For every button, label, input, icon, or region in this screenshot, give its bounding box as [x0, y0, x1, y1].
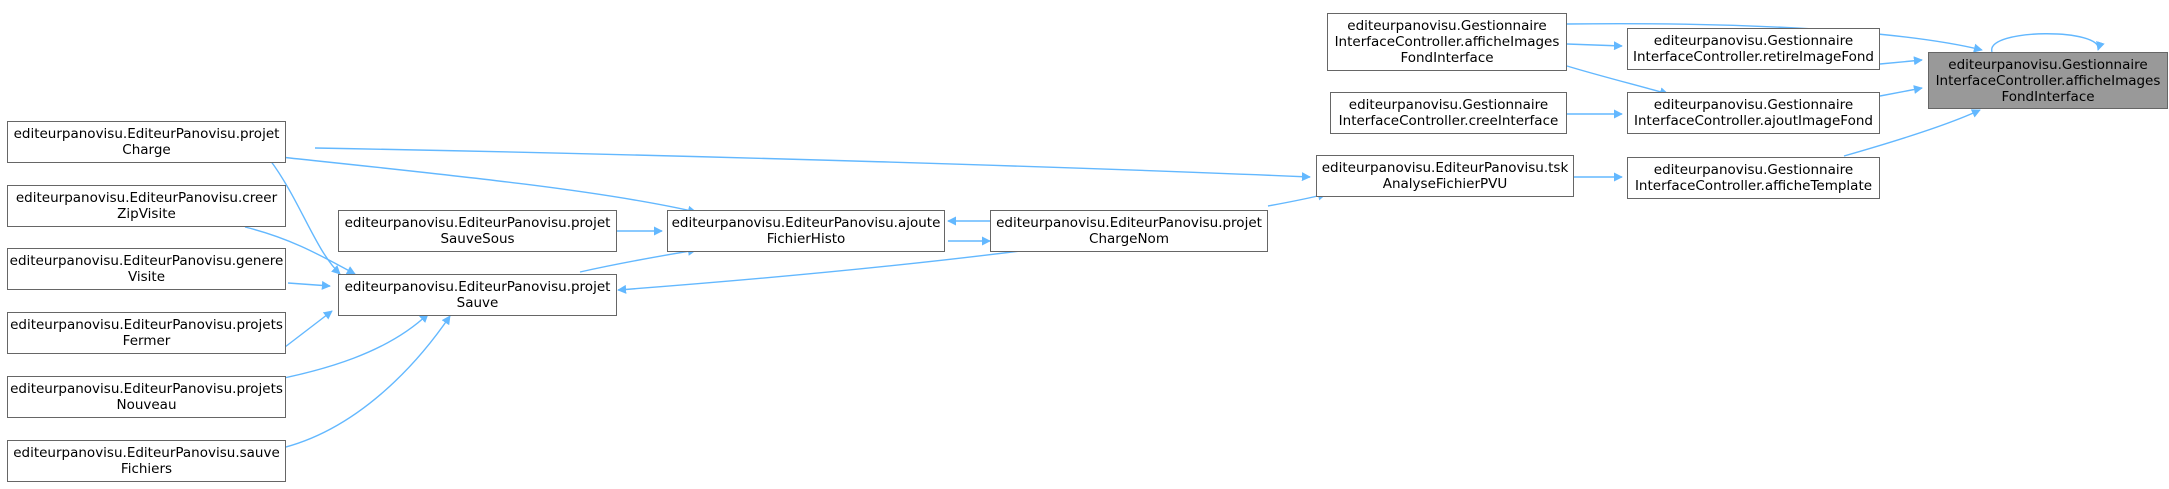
node-projet-charge-nom[interactable]: editeurpanovisu.EditeurPanovisu.projet C… — [990, 210, 1268, 252]
node-tsk-analyse-fichier-pvu[interactable]: editeurpanovisu.EditeurPanovisu.tsk Anal… — [1316, 155, 1574, 197]
edge-sauve-to-ajoute — [579, 246, 697, 273]
edge-chargeNom-to-sauve — [617, 250, 1021, 294]
node-ajoute-fichier-histo[interactable]: editeurpanovisu.EditeurPanovisu.ajoute F… — [667, 210, 945, 252]
node-label: editeurpanovisu.Gestionnaire — [1653, 97, 1854, 113]
node-label: InterfaceController.afficheImages — [1334, 34, 1560, 50]
node-label: editeurpanovisu.Gestionnaire — [1653, 33, 1854, 49]
node-label: editeurpanovisu.EditeurPanovisu.tsk — [1321, 160, 1569, 176]
node-label: SauveSous — [440, 231, 515, 247]
edge-projetCharge-to-tsk — [314, 147, 1311, 182]
node-retire-image-fond[interactable]: editeurpanovisu.Gestionnaire InterfaceCo… — [1627, 28, 1880, 70]
node-label: editeurpanovisu.EditeurPanovisu.sauve — [13, 445, 280, 461]
node-genere-visite[interactable]: editeurpanovisu.EditeurPanovisu.genere V… — [7, 248, 286, 290]
node-label: FondInterface — [1400, 50, 1494, 66]
node-projet-charge[interactable]: editeurpanovisu.EditeurPanovisu.projet C… — [7, 121, 286, 163]
node-label: ChargeNom — [1089, 231, 1169, 247]
node-label: Visite — [127, 269, 166, 285]
node-label: Sauve — [456, 295, 499, 311]
edge-template-to-focus — [1843, 109, 1981, 157]
edge-afficheImages-to-retire — [1566, 41, 1623, 51]
node-label: editeurpanovisu.EditeurPanovisu.projets — [10, 381, 283, 397]
node-label: editeurpanovisu.Gestionnaire — [1948, 56, 2148, 73]
node-label: Nouveau — [116, 397, 177, 413]
node-projets-nouveau[interactable]: editeurpanovisu.EditeurPanovisu.projets … — [7, 376, 286, 418]
edge-sauveFichiers-to-sauve — [277, 315, 451, 450]
node-label: ZipVisite — [117, 206, 176, 222]
edge-creerZip-to-sauve — [244, 226, 356, 275]
node-label: InterfaceController.retireImageFond — [1632, 49, 1874, 65]
edge-afficheImages-to-ajout — [1566, 65, 1669, 97]
edge-genere-to-sauve — [287, 280, 331, 290]
node-label: editeurpanovisu.EditeurPanovisu.projets — [10, 317, 283, 333]
node-label: InterfaceController.afficheTemplate — [1634, 178, 1873, 194]
edge-fermer-to-sauve — [284, 310, 333, 348]
node-label: InterfaceController.creeInterface — [1338, 113, 1559, 129]
node-label: FondInterface — [2001, 88, 2095, 105]
node-label: Charge — [122, 142, 171, 158]
node-label: editeurpanovisu.EditeurPanovisu.projet — [344, 279, 611, 295]
node-label: InterfaceController.ajoutImageFond — [1634, 113, 1873, 129]
edge-projetCharge-to-ajoute — [279, 156, 697, 215]
node-label: Fichiers — [120, 461, 173, 477]
node-creer-zip-visite[interactable]: editeurpanovisu.EditeurPanovisu.creer Zi… — [7, 185, 286, 227]
node-sauve-fichiers[interactable]: editeurpanovisu.EditeurPanovisu.sauve Fi… — [7, 440, 286, 482]
edge-focus-self — [1991, 33, 2105, 53]
node-label: editeurpanovisu.Gestionnaire — [1348, 97, 1549, 113]
node-label: Fermer — [122, 333, 171, 349]
node-label: editeurpanovisu.EditeurPanovisu.projet — [13, 126, 280, 142]
node-projet-sauve[interactable]: editeurpanovisu.EditeurPanovisu.projet S… — [338, 274, 617, 316]
node-label: InterfaceController.afficheImages — [1935, 72, 2161, 89]
node-projet-sauve-sous[interactable]: editeurpanovisu.EditeurPanovisu.projet S… — [338, 210, 617, 252]
node-label: editeurpanovisu.Gestionnaire — [1653, 162, 1854, 178]
node-cree-interface[interactable]: editeurpanovisu.Gestionnaire InterfaceCo… — [1330, 92, 1567, 134]
edge-projetCharge-to-sauve — [269, 159, 341, 275]
node-label: editeurpanovisu.EditeurPanovisu.genere — [9, 253, 284, 269]
edge-ajout-to-focus — [1879, 85, 1923, 97]
node-projets-fermer[interactable]: editeurpanovisu.EditeurPanovisu.projets … — [7, 312, 286, 354]
node-focus-affiche-images-fond-interface: editeurpanovisu.Gestionnaire InterfaceCo… — [1928, 52, 2168, 109]
node-label: editeurpanovisu.EditeurPanovisu.ajoute — [671, 215, 941, 231]
node-affiche-template[interactable]: editeurpanovisu.Gestionnaire InterfaceCo… — [1627, 157, 1880, 199]
node-label: AnalyseFichierPVU — [1382, 176, 1508, 192]
node-label: editeurpanovisu.EditeurPanovisu.creer — [15, 190, 278, 206]
node-ajout-image-fond[interactable]: editeurpanovisu.Gestionnaire InterfaceCo… — [1627, 92, 1880, 134]
edge-retire-to-focus — [1879, 56, 1923, 66]
node-label: editeurpanovisu.EditeurPanovisu.projet — [344, 215, 611, 231]
node-affiche-images-fond-interface-caller[interactable]: editeurpanovisu.Gestionnaire InterfaceCo… — [1327, 13, 1567, 71]
node-label: editeurpanovisu.Gestionnaire — [1347, 18, 1547, 34]
node-label: editeurpanovisu.EditeurPanovisu.projet — [996, 215, 1262, 231]
node-label: FichierHisto — [766, 231, 846, 247]
